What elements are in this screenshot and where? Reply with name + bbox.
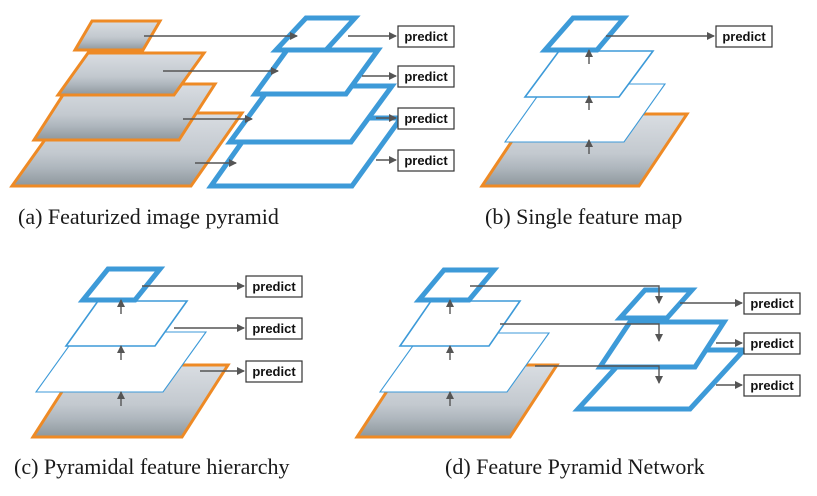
svg-text:predict: predict [252,364,296,379]
predict-box-d-1: predict [743,292,801,315]
svg-text:predict: predict [404,153,448,168]
image-level-3 [55,51,207,97]
panel-d: predict predict predict (d) Feature Pyra… [354,267,801,479]
svg-text:predict: predict [252,279,296,294]
top-down-map-d-1 [614,287,698,321]
caption-b: (b) Single feature map [485,204,682,229]
svg-text:predict: predict [404,111,448,126]
feature-map-a-2 [250,47,383,97]
svg-text:predict: predict [404,69,448,84]
top-down-map-d-2 [595,319,729,370]
predict-box-c-1: predict [245,275,303,298]
image-level-2 [31,82,218,142]
panel-b: predict (b) Single feature map [479,15,773,229]
feature-maps-a [206,15,406,189]
arrows-d-lateral [470,285,663,384]
svg-text:predict: predict [722,29,766,44]
feature-map-b-3 [503,83,667,143]
predict-box-a-2: predict [397,65,455,88]
caption-d: (d) Feature Pyramid Network [445,454,705,479]
predict-box-d-2: predict [743,332,801,355]
image-level-4 [72,19,163,52]
caption-a: (a) Featurized image pyramid [18,204,279,229]
bottom-up-map-d-2 [398,300,522,347]
feature-map-c-2 [64,300,189,347]
arrows-d-to-predict [680,299,743,389]
feature-map-b-1 [539,15,630,53]
svg-text:predict: predict [750,336,794,351]
predict-box-a-3: predict [397,107,455,130]
predict-box-a-4: predict [397,149,455,172]
svg-text:predict: predict [404,29,448,44]
svg-text:predict: predict [750,378,794,393]
svg-text:predict: predict [252,321,296,336]
image-pyramid [9,19,245,188]
arrows-a-feature-to-predict [348,32,397,164]
predict-box-a-1: predict [397,25,455,48]
arrows-a-image-to-feature [144,32,298,167]
bottom-up-map-d-1 [413,267,500,303]
predict-box-c-3: predict [245,360,303,383]
predict-box-c-2: predict [245,317,303,340]
predict-box-d-3: predict [743,374,801,397]
panel-c: predict predict predict (c) Pyramidal fe… [14,266,303,479]
feature-map-a-3 [225,83,397,145]
bottom-up-map-d-3 [378,332,551,393]
feature-map-c-1 [77,266,166,303]
predict-box-b-1: predict [715,25,773,48]
feature-map-a-1 [270,15,361,53]
panel-a: predict predict predict predict (a) Feat… [9,15,455,229]
caption-c: (c) Pyramidal feature hierarchy [14,454,289,479]
svg-text:predict: predict [750,296,794,311]
arrows-c-to-predict [142,282,245,375]
